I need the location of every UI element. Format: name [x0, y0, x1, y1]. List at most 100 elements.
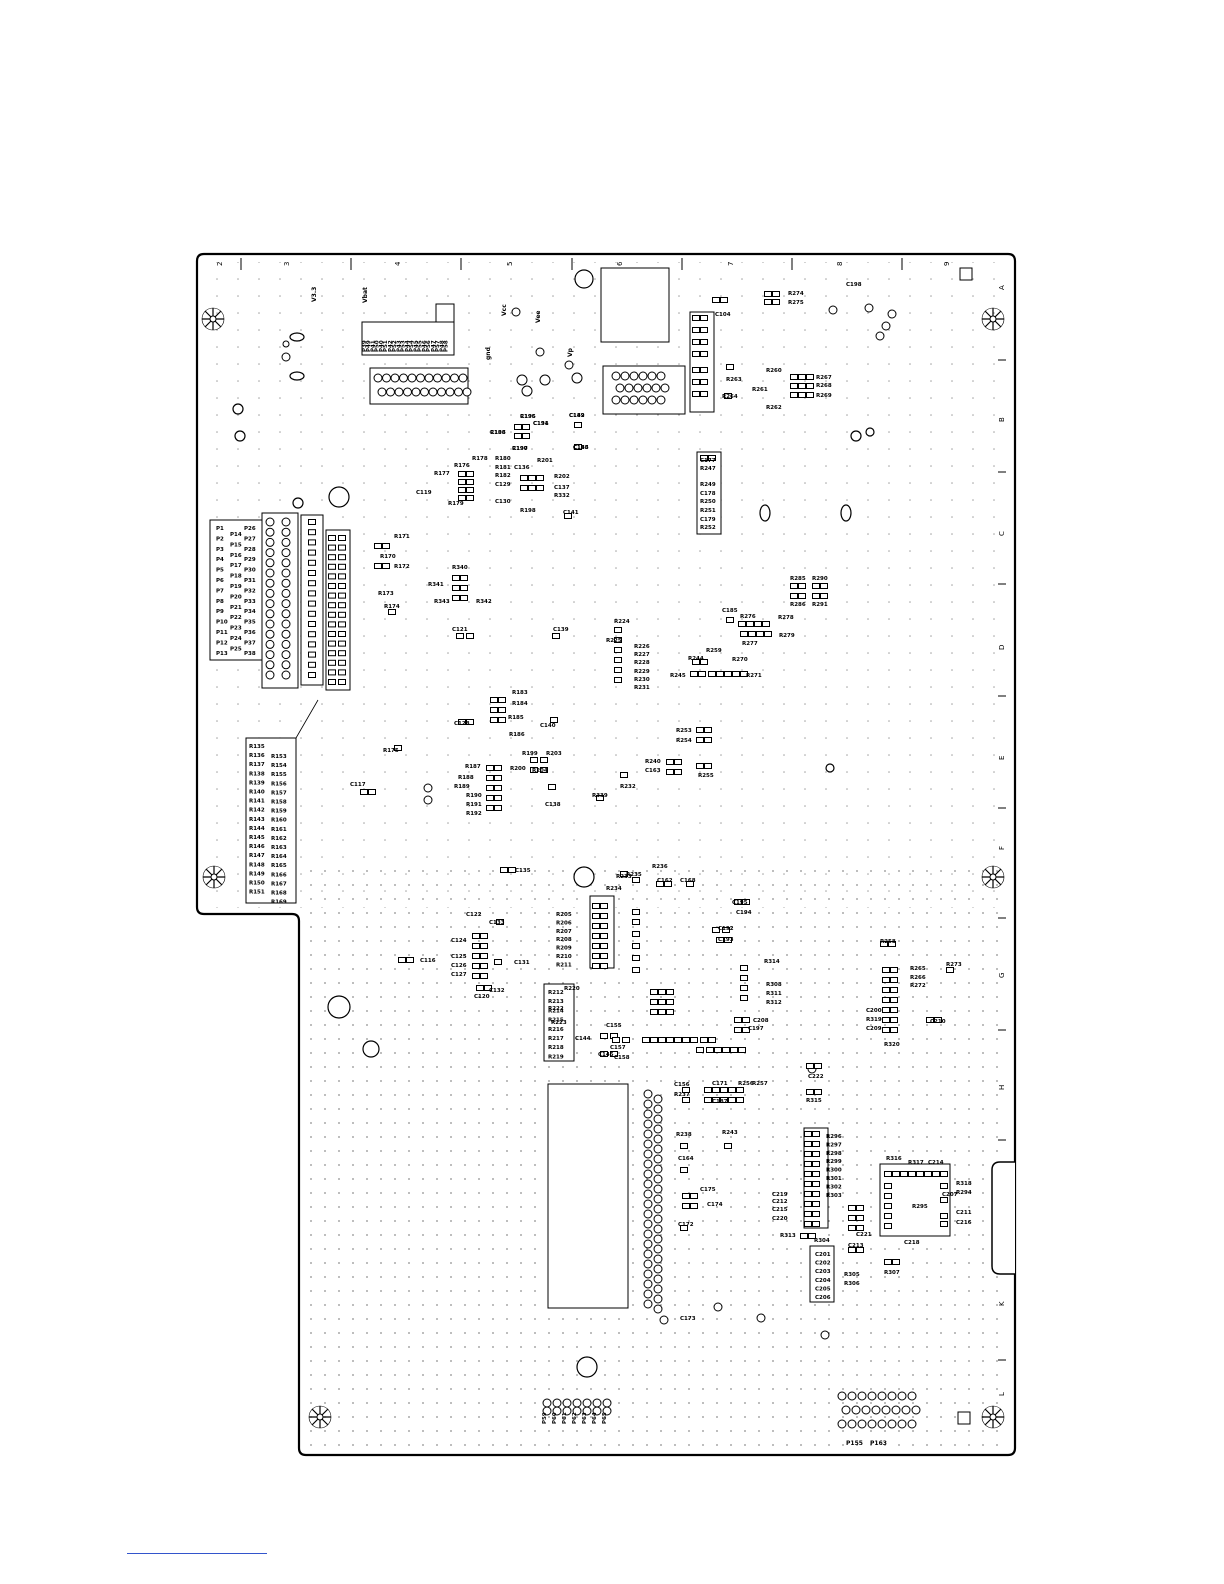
smd-pad: [764, 291, 772, 297]
header-pad: [328, 631, 336, 637]
component-label: R318: [956, 1181, 972, 1187]
component-label: R313: [780, 1233, 796, 1239]
component-label: C212: [772, 1199, 788, 1205]
resistor-label: R147: [249, 853, 265, 859]
smd-pad: [472, 943, 480, 949]
connector-pin: [653, 1244, 663, 1254]
pin: [552, 1398, 562, 1408]
smd-pad: [692, 339, 700, 345]
header-pad: [328, 669, 336, 676]
component-label: C190: [512, 446, 528, 452]
smd-pad: [382, 543, 390, 549]
component-label: C125: [451, 954, 467, 960]
smd-pad: [600, 963, 608, 969]
left-header-labels: P1P2P3P4P5P6P7P8P9P10P11P12P13P14P15P16P…: [216, 526, 256, 657]
component-label: R260: [766, 368, 782, 374]
resistor-label: R145: [249, 835, 265, 841]
resistor-label: R157: [271, 790, 287, 796]
component-label: C174: [707, 1202, 723, 1208]
smd-pad: [592, 933, 600, 939]
header-pad: [328, 535, 336, 541]
component-label: R274: [788, 291, 804, 297]
row-marker: C: [998, 531, 1006, 536]
smd-pad: [452, 595, 460, 601]
component-label: C220: [772, 1216, 788, 1222]
connector-pin: [643, 1219, 653, 1229]
smd-pad: [734, 1017, 742, 1023]
smd-pad: [552, 633, 560, 639]
connector-pin: [643, 1259, 653, 1269]
header-pad: [328, 554, 336, 561]
smd-pad: [592, 913, 600, 919]
component-label: R222: [548, 1006, 564, 1012]
smd-pad: [740, 985, 748, 991]
header-pin: [281, 599, 291, 609]
component-label: C130: [495, 499, 511, 505]
component-label: C132: [489, 988, 505, 994]
resistor-label: R298: [826, 1151, 842, 1157]
smd-pad: [814, 1089, 822, 1095]
header-pin: [281, 548, 291, 558]
smd-pad: [704, 737, 712, 743]
connector-pin: [643, 1239, 653, 1249]
smd-pad: [460, 575, 468, 581]
component-label: R227: [634, 652, 650, 658]
component-label: R240: [645, 759, 661, 765]
connector-pin: [643, 1249, 653, 1259]
component-label: R192: [466, 811, 482, 817]
component-label: R226: [634, 644, 650, 650]
smd-pad: [812, 1131, 820, 1137]
header-pad: [328, 573, 336, 580]
smd-pad: [884, 1259, 892, 1265]
smd-pad: [490, 697, 498, 703]
smd-pad: [692, 367, 700, 373]
resistor-block-labels: R135R136R137R138R139R140R141R142R143R144…: [249, 744, 287, 906]
smd-pad: [498, 697, 506, 703]
component-label: C135: [515, 868, 531, 874]
smd-pad: [772, 291, 780, 297]
smd-pad: [650, 1009, 658, 1015]
header-pin-label: P26: [244, 526, 256, 532]
component-label: R174: [384, 604, 400, 610]
connector-pin: [653, 1274, 663, 1284]
smd-pad: [690, 1203, 698, 1209]
header-pad: [338, 659, 346, 666]
component-label: R177: [434, 471, 450, 477]
smd-pad: [790, 583, 798, 589]
pin: [841, 1405, 851, 1415]
connector-pin-label: P52: [392, 340, 398, 352]
header-pin: [281, 578, 291, 588]
resistor-label: R212: [548, 990, 564, 996]
component-label: R266: [910, 975, 926, 981]
connector-pin: [653, 1134, 663, 1144]
smd-pad: [806, 1089, 814, 1095]
pin: [887, 1419, 897, 1429]
header-pin-label: P11: [216, 630, 228, 636]
smd-pad: [724, 671, 732, 677]
component-label: C213: [848, 1243, 864, 1249]
smd-pad: [812, 1211, 820, 1217]
connector-pin: [653, 1164, 663, 1174]
smd-pad: [746, 621, 754, 627]
smd-pad: [848, 1205, 856, 1211]
component-label: R228: [634, 660, 650, 666]
header-pad: [328, 602, 336, 609]
smd-pad: [892, 1259, 900, 1265]
smd-pad: [360, 789, 368, 795]
component-label: C177: [700, 458, 716, 464]
component-label: R175: [383, 748, 399, 754]
component-label: R255: [698, 773, 714, 779]
smd-pad: [700, 379, 708, 385]
connector-pin-label: P39: [362, 340, 368, 352]
resistor-label: R158: [271, 800, 287, 806]
header-pin-label: P32: [244, 588, 256, 594]
component-label: C207: [942, 1192, 958, 1198]
component-label: C171: [712, 1081, 728, 1087]
resistor-label: R303: [826, 1193, 842, 1199]
component-label: C144: [575, 1036, 591, 1042]
smd-pad: [790, 383, 798, 389]
header-pin-label: P13: [216, 651, 228, 657]
connector-pin-label: P56: [426, 340, 432, 352]
header-pad: [328, 659, 336, 666]
